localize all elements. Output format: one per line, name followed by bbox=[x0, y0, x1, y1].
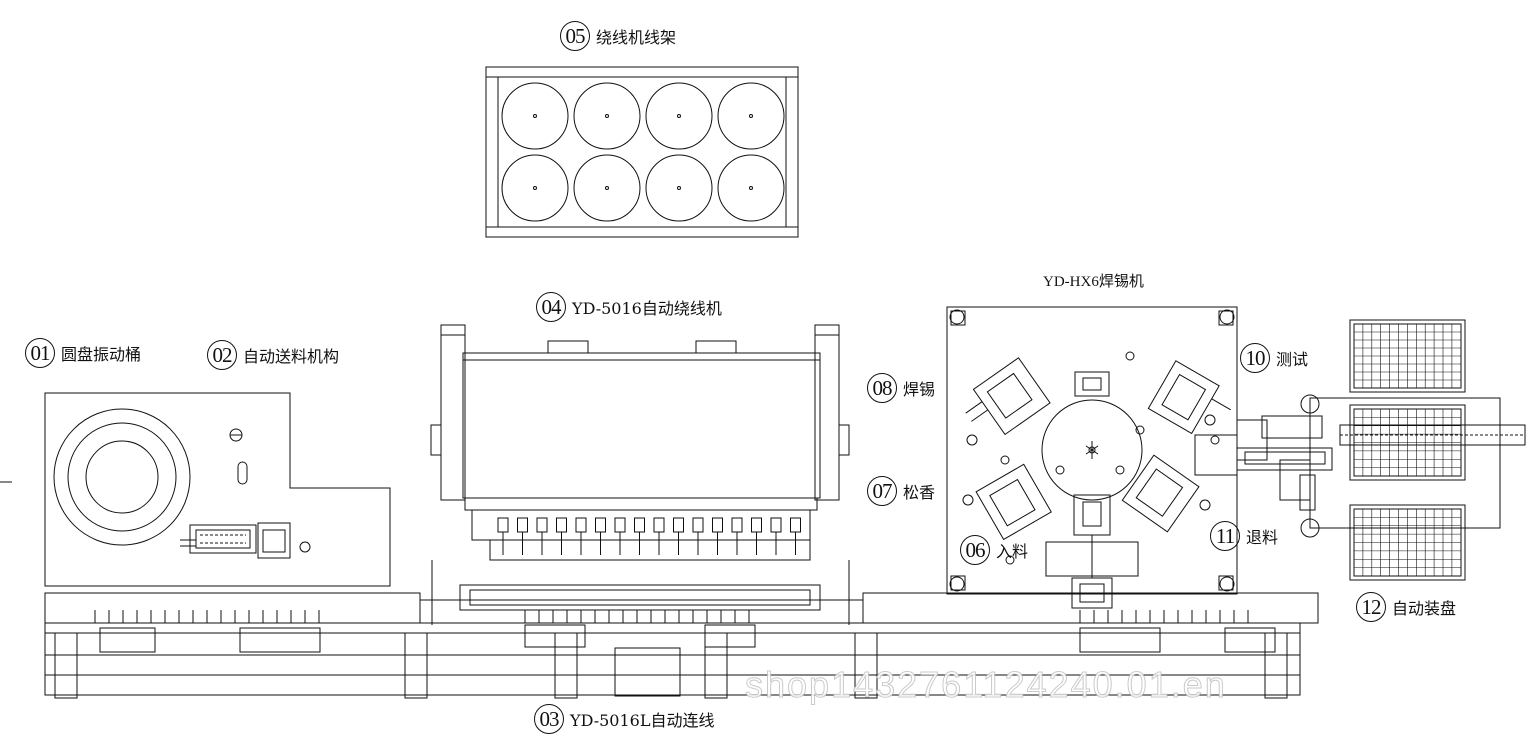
conveyor-blocks bbox=[99, 624, 1276, 697]
label-02: 02 自动送料机构 bbox=[207, 340, 339, 370]
winding-machine bbox=[430, 324, 850, 625]
spindle-row bbox=[497, 517, 801, 555]
label-test: 测试 bbox=[1276, 350, 1309, 369]
number-10: 10 bbox=[1240, 343, 1270, 373]
tray-grid bbox=[1354, 324, 1461, 576]
number-05: 05 bbox=[560, 21, 590, 51]
number-11: 11 bbox=[1210, 521, 1240, 551]
label-05: 05 绕线机线架 bbox=[560, 21, 676, 51]
number-02: 02 bbox=[207, 340, 237, 370]
spindle bbox=[751, 517, 762, 533]
label-08: 08 焊锡 bbox=[867, 373, 935, 403]
label-wire-rack: 绕线机线架 bbox=[596, 28, 677, 47]
spindle bbox=[653, 517, 665, 533]
label-soldering: 焊锡 bbox=[903, 380, 936, 399]
label-auto-line: YD-5016L自动连线 bbox=[570, 711, 715, 730]
number-07: 07 bbox=[867, 476, 897, 506]
number-06: 06 bbox=[960, 535, 990, 565]
conveyor-base bbox=[44, 592, 1319, 699]
tester-unit bbox=[1194, 394, 1333, 538]
label-01: 01 圆盘振动桶 bbox=[25, 338, 141, 368]
label-03: 03 YD-5016L自动连线 bbox=[534, 704, 714, 734]
label-reject: 退料 bbox=[1246, 528, 1279, 547]
machine-title: YD-HX6焊锡机 bbox=[1043, 274, 1144, 290]
label-06: 06 入料 bbox=[960, 535, 1028, 565]
spindle bbox=[556, 517, 567, 533]
number-12: 12 bbox=[1356, 592, 1386, 622]
label-07: 07 松香 bbox=[867, 476, 935, 506]
spindle bbox=[595, 517, 606, 533]
spindle bbox=[790, 517, 801, 533]
number-01: 01 bbox=[25, 338, 55, 368]
label-rosin: 松香 bbox=[903, 483, 936, 502]
spindle bbox=[634, 517, 645, 533]
label-04: 04 YD-5016自动绕线机 bbox=[536, 292, 722, 322]
label-feed-in: 入料 bbox=[996, 542, 1029, 561]
spool-row bbox=[501, 82, 785, 222]
auto-tray-unit bbox=[1309, 319, 1526, 581]
spindle bbox=[575, 517, 587, 533]
spindle bbox=[536, 517, 548, 533]
soldering-machine bbox=[946, 306, 1333, 609]
spindle bbox=[614, 517, 626, 533]
spindle bbox=[770, 517, 782, 533]
wire-rack bbox=[485, 66, 799, 238]
label-12: 12 自动装盘 bbox=[1356, 592, 1456, 622]
pin-row bbox=[94, 610, 1249, 623]
label-auto-tray: 自动装盘 bbox=[1392, 599, 1457, 618]
label-10: 10 测试 bbox=[1240, 343, 1308, 373]
spindle bbox=[517, 517, 528, 533]
solder-stations bbox=[965, 357, 1231, 609]
vibration-bowl-unit bbox=[0, 392, 391, 587]
number-03: 03 bbox=[534, 704, 564, 734]
spindle bbox=[731, 517, 743, 533]
number-04: 04 bbox=[536, 292, 566, 322]
label-auto-feeder: 自动送料机构 bbox=[243, 347, 340, 366]
conveyor-legs bbox=[54, 632, 1288, 699]
label-11: 11 退料 bbox=[1210, 521, 1278, 551]
spindle bbox=[673, 517, 684, 533]
spindle bbox=[692, 517, 704, 533]
label-vibration-bowl: 圆盘振动桶 bbox=[61, 345, 142, 364]
watermark: shop1432761124240.01.en bbox=[745, 664, 1227, 706]
spindle bbox=[712, 517, 723, 533]
panel-holes bbox=[962, 351, 1220, 565]
number-08: 08 bbox=[867, 373, 897, 403]
label-winding-machine: YD-5016自动绕线机 bbox=[572, 299, 722, 318]
spindle bbox=[497, 517, 509, 533]
